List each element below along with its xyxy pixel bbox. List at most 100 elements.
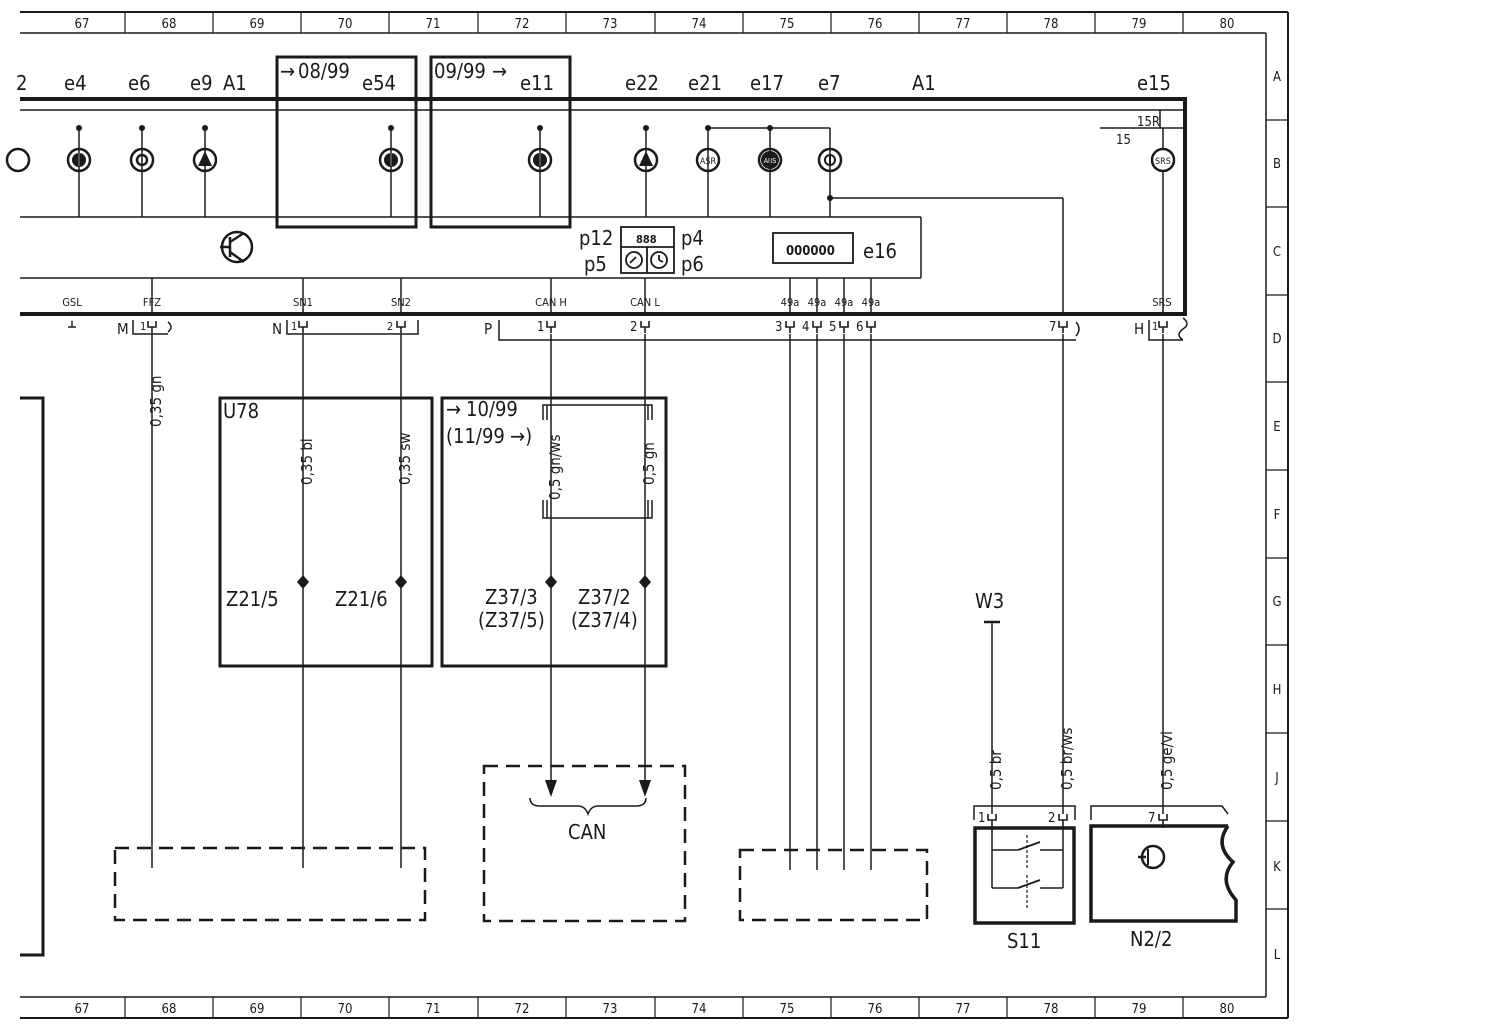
connector-n: N [272, 320, 282, 338]
wire-can-l: 0,5 gn [640, 442, 658, 485]
col-label: 72 [515, 17, 530, 32]
can-bracket [529, 797, 647, 817]
lamp-label: e7 [818, 71, 841, 95]
dashed-box-can [482, 764, 687, 923]
date-label: 09/99 [434, 59, 486, 83]
can-bus-label: CAN [568, 820, 606, 844]
connector-p-pin: 7 [1049, 320, 1056, 335]
lamp-label: e21 [688, 71, 722, 95]
col-label: 76 [868, 1002, 883, 1017]
splice-z37-4: (Z37/4) [571, 608, 638, 632]
dashed-box-left [113, 846, 427, 922]
connector-m: M [117, 320, 129, 338]
connector-strip [68, 317, 1188, 341]
lamp-label: e17 [750, 71, 784, 95]
col-label: 69 [250, 1002, 265, 1017]
connector-pins [147, 321, 1168, 828]
col-label: 75 [780, 17, 795, 32]
col-label: 80 [1220, 17, 1235, 32]
switch-s11-label: S11 [1007, 929, 1041, 953]
connector-fork [1058, 814, 1068, 828]
connector-p-pin: 4 [802, 320, 809, 335]
module-n2-2 [1089, 805, 1238, 923]
connector-p-pin: 2 [630, 320, 637, 335]
col-label: 77 [956, 1002, 971, 1017]
connector-fork [812, 321, 822, 333]
col-label: 71 [426, 17, 441, 32]
lamp-label: e15 [1137, 71, 1171, 95]
connector-h-pin: 1 [1152, 320, 1158, 333]
a1-pin-labels: GSL FFZ SN1 SN2 CAN H CAN L 49a 49a 49a … [62, 296, 1171, 309]
wires [151, 334, 1164, 870]
lamp-label: e9 [190, 71, 213, 95]
wire-labels: 0,35 gn 0,35 bl 0,35 sw 0,5 gn/ws 0,5 gn… [147, 376, 1176, 790]
col-label: 67 [75, 1002, 90, 1017]
row-label: B [1273, 157, 1281, 172]
lamp-label: e11 [520, 71, 554, 95]
lamp-e9: e9 [190, 71, 218, 173]
connector-fork [298, 321, 308, 333]
wire-sn2: 0,35 sw [396, 433, 414, 485]
splice-z21-5: Z21/5 [226, 587, 279, 611]
row-label: F [1274, 508, 1281, 523]
row-label: H [1273, 683, 1282, 698]
lamp-label: e4 [64, 71, 87, 95]
date-label: 08/99 [298, 59, 350, 83]
wire-ffz: 0,35 gn [147, 376, 165, 427]
splice-z37-3: Z37/3 [485, 585, 538, 609]
lamp-label: e22 [625, 71, 659, 95]
buzzer-coil: 000000 [786, 244, 835, 259]
module-a1-label: A1 [223, 71, 247, 95]
col-label: 74 [692, 17, 707, 32]
switch-s11 [973, 805, 1076, 925]
dashed-boxes [113, 764, 929, 923]
row-labels: A B C D E F G H J K L [1272, 70, 1281, 963]
col-label: 76 [868, 17, 883, 32]
instrument-display [620, 226, 675, 274]
diagram-frame [20, 11, 1289, 1019]
junction-dots [76, 125, 833, 201]
lamp-label: e6 [128, 71, 151, 95]
col-label: 73 [603, 1002, 618, 1017]
splice-diamonds [297, 575, 651, 589]
col-label: 78 [1044, 1002, 1059, 1017]
row-label: D [1272, 332, 1281, 347]
instrument-p5: p5 [584, 252, 607, 276]
module-n2-2-label: N2/2 [1130, 927, 1172, 951]
col-label: 75 [780, 1002, 795, 1017]
can-date-from: 10/99 [466, 397, 518, 421]
row-label: A [1273, 70, 1281, 85]
pin-srs: SRS [1152, 296, 1171, 309]
col-label: 68 [162, 17, 177, 32]
s11-pin1: 1 [978, 811, 985, 826]
instrument-p4: p4 [681, 226, 704, 250]
connector-fork [1058, 321, 1068, 333]
connector-n-pin: 1 [291, 320, 297, 333]
module-u78-label: U78 [223, 399, 259, 423]
row-label: J [1274, 771, 1278, 786]
a1-internal-wiring [78, 127, 1164, 314]
column-dividers [124, 12, 1184, 1018]
arrow-right-icon: → [492, 59, 507, 83]
instrument-p6: p6 [681, 252, 704, 276]
transistor-icon [220, 230, 254, 264]
left-partial-module [20, 396, 45, 957]
lamp-e22: e22 [625, 71, 659, 173]
module-a1-label: A1 [912, 71, 936, 95]
lamp-e4: e4 [64, 71, 92, 173]
row-label: G [1272, 595, 1281, 610]
connector-p-pin: 3 [775, 320, 782, 335]
col-label: 67 [75, 17, 90, 32]
splice-z37-2: Z37/2 [578, 585, 631, 609]
connector-fork [640, 321, 650, 333]
splice-z21-6: Z21/6 [335, 587, 388, 611]
connector-p-pin: 1 [537, 320, 544, 335]
buzzer-coil-icon [772, 232, 854, 264]
connector-n-pin: 2 [387, 320, 393, 333]
col-label: 74 [692, 1002, 707, 1017]
col-label: 68 [162, 1002, 177, 1017]
lamp-e54: e54 [362, 71, 404, 173]
